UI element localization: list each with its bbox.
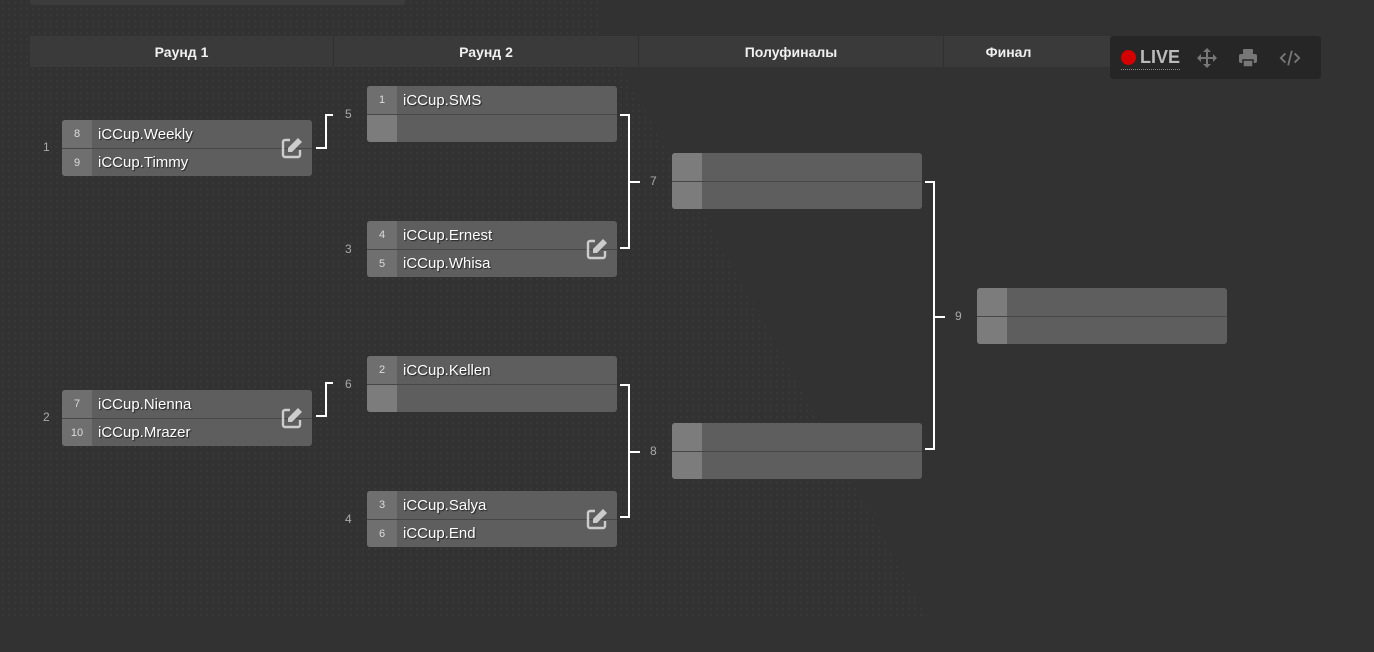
edit-icon[interactable] [585,507,609,531]
edit-icon[interactable] [585,237,609,261]
player-name: iCCup.Mrazer [98,424,191,441]
player-seed [367,385,397,412]
edit-icon[interactable] [280,406,304,430]
player-seed: 3 [367,491,397,519]
player-seed [367,115,397,142]
match-number: 6 [345,377,352,391]
player-slot[interactable]: 9 iCCup.Timmy [62,148,312,176]
player-seed [977,317,1007,344]
match-7[interactable] [672,153,922,209]
player-slot[interactable] [367,384,617,412]
connector [325,114,327,149]
match-4[interactable]: 3 iCCup.Salya 6 iCCup.End [367,491,617,547]
connector [620,114,630,116]
player-slot[interactable] [367,114,617,142]
match-8[interactable] [672,423,922,479]
player-slot[interactable] [977,316,1227,344]
player-slot[interactable] [672,451,922,479]
match-6[interactable]: 2 iCCup.Kellen [367,356,617,412]
connector [628,181,640,183]
connector [325,114,333,116]
connector [925,181,935,183]
match-1[interactable]: 8 iCCup.Weekly 9 iCCup.Timmy [62,120,312,176]
player-seed: 1 [367,86,397,114]
connector [628,451,640,453]
connector [925,448,935,450]
connector [933,316,945,318]
match-number: 2 [43,410,50,424]
player-seed: 6 [367,520,397,547]
connector [316,415,327,417]
player-name: iCCup.Salya [403,496,487,514]
player-seed: 9 [62,149,92,176]
player-slot[interactable]: 8 iCCup.Weekly [62,120,312,148]
toolbar: LIVE [1110,36,1321,79]
connector [325,382,327,417]
player-name: iCCup.Whisa [403,255,491,272]
player-slot[interactable] [977,288,1227,316]
player-name: iCCup.Kellen [403,361,491,379]
embed-code-icon[interactable] [1279,47,1301,69]
player-seed: 4 [367,221,397,249]
match-number: 5 [345,107,352,121]
print-icon[interactable] [1238,47,1259,69]
match-number: 1 [43,140,50,154]
round-header-2: Раунд 2 [334,36,639,67]
player-name: iCCup.Weekly [98,125,193,143]
player-name: iCCup.End [403,525,476,542]
round-header-semifinals: Полуфиналы [639,36,944,67]
player-slot[interactable]: 1 iCCup.SMS [367,86,617,114]
match-number: 9 [955,309,962,323]
live-label: LIVE [1140,46,1181,67]
player-slot[interactable]: 3 iCCup.Salya [367,491,617,519]
player-seed: 2 [367,356,397,384]
player-name: iCCup.SMS [403,91,482,109]
match-number: 3 [345,242,352,256]
connector [933,181,935,450]
player-slot[interactable]: 7 iCCup.Nienna [62,390,312,418]
match-number: 4 [345,512,352,526]
player-seed [672,423,702,451]
player-seed [672,452,702,479]
match-2[interactable]: 7 iCCup.Nienna 10 iCCup.Mrazer [62,390,312,446]
player-slot[interactable]: 2 iCCup.Kellen [367,356,617,384]
player-slot[interactable] [672,153,922,181]
round-header-1: Раунд 1 [30,36,334,67]
match-5[interactable]: 1 iCCup.SMS [367,86,617,142]
top-bar [30,0,405,5]
connector [316,147,327,149]
player-seed: 7 [62,390,92,418]
match-9[interactable] [977,288,1227,344]
edit-icon[interactable] [280,136,304,160]
connector [620,247,630,249]
player-slot[interactable] [672,181,922,209]
player-name: iCCup.Timmy [98,154,189,171]
player-seed: 10 [62,419,92,446]
player-seed [672,153,702,181]
player-slot[interactable]: 6 iCCup.End [367,519,617,547]
player-seed: 5 [367,250,397,277]
player-slot[interactable]: 4 iCCup.Ernest [367,221,617,249]
player-slot[interactable]: 10 iCCup.Mrazer [62,418,312,446]
match-number: 8 [650,444,657,458]
live-button[interactable]: LIVE [1121,46,1181,70]
player-slot[interactable]: 5 iCCup.Whisa [367,249,617,277]
connector [620,516,630,518]
match-number: 7 [650,174,657,188]
player-seed [977,288,1007,316]
connector [325,382,333,384]
player-seed [672,182,702,209]
player-name: iCCup.Ernest [403,226,493,244]
player-seed: 8 [62,120,92,148]
player-name: iCCup.Nienna [98,395,192,413]
connector [620,384,630,386]
player-slot[interactable] [672,423,922,451]
live-dot-icon [1121,49,1136,65]
move-icon[interactable] [1196,47,1217,69]
match-3[interactable]: 4 iCCup.Ernest 5 iCCup.Whisa [367,221,617,277]
